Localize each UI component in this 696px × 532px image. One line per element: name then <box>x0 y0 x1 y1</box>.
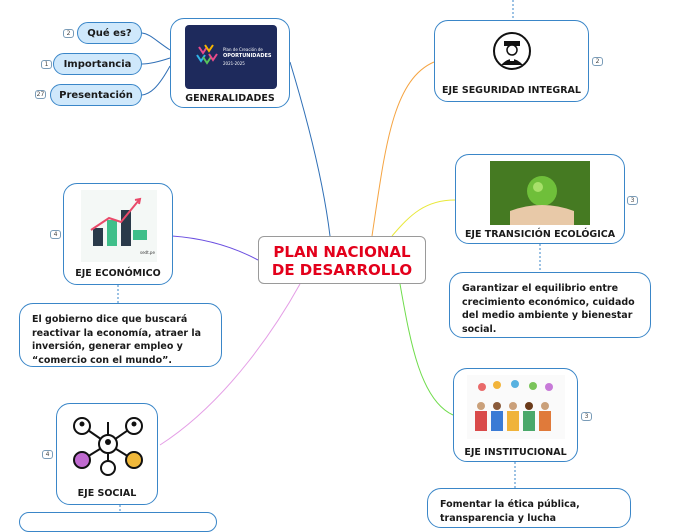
child-label: Presentación <box>59 89 133 101</box>
child-count-badge[interactable]: 27 <box>35 90 46 99</box>
child-count-badge[interactable]: 2 <box>63 29 74 38</box>
institucional-note[interactable]: Fomentar la ética pública, transparencia… <box>427 488 631 528</box>
node-count-badge[interactable]: 4 <box>42 450 53 459</box>
link-social <box>159 283 301 446</box>
node-count-badge[interactable]: 3 <box>627 196 638 205</box>
logo-text-2: OPORTUNIDADES <box>223 53 272 59</box>
social-network-icon <box>73 417 143 476</box>
child-presentacion[interactable]: Presentación <box>50 84 142 106</box>
node-count-badge[interactable]: 4 <box>50 230 61 239</box>
link-importancia <box>141 57 171 65</box>
node-count-badge[interactable]: 2 <box>592 57 603 66</box>
node-label: EJE TRANSICIÓN ECOLÓGICA <box>464 229 616 240</box>
plan-oportunidades-logo: Plan de Creación de OPORTUNIDADES 2021-2… <box>185 25 277 89</box>
earth-in-hands-photo <box>490 161 590 225</box>
node-label: EJE SEGURIDAD INTEGRAL <box>442 85 581 96</box>
node-seguridad-integral[interactable]: EJE SEGURIDAD INTEGRAL <box>434 20 589 102</box>
link-seguridad <box>371 61 435 237</box>
node-label: EJE INSTITUCIONAL <box>464 447 567 458</box>
child-que-es[interactable]: Qué es? <box>77 22 142 44</box>
economico-image-tag: sedt.pe <box>140 250 155 255</box>
economico-note[interactable]: El gobierno dice que buscará reactivar l… <box>19 303 222 367</box>
central-topic[interactable]: PLAN NACIONAL DE DESARROLLO <box>258 236 426 284</box>
social-note[interactable] <box>19 512 217 532</box>
economy-growth-illustration <box>81 190 157 262</box>
node-count-badge[interactable]: 3 <box>581 412 592 421</box>
link-institucional <box>399 283 454 416</box>
link-transicion <box>391 199 456 237</box>
transicion-note[interactable]: Garantizar el equilibrio entre crecimien… <box>449 272 651 338</box>
logo-text-3: 2021-2025 <box>223 61 245 66</box>
node-generalidades[interactable]: Plan de Creación de OPORTUNIDADES 2021-2… <box>170 18 290 108</box>
team-people-illustration <box>467 375 565 439</box>
node-social[interactable]: EJE SOCIAL <box>56 403 158 505</box>
logo-chevrons-icon <box>196 44 218 65</box>
central-title-line1: PLAN NACIONAL <box>273 243 411 261</box>
link-presentacion <box>141 65 171 96</box>
node-label: EJE ECONÓMICO <box>75 268 161 279</box>
link-que-es <box>141 32 171 51</box>
logo-text-1: Plan de Creación de <box>223 47 263 52</box>
child-count-badge[interactable]: 1 <box>41 60 52 69</box>
link-generalidades <box>289 61 331 237</box>
node-label: EJE SOCIAL <box>77 488 137 499</box>
node-economico[interactable]: sedt.pe EJE ECONÓMICO <box>63 183 173 285</box>
node-transicion-ecologica[interactable]: EJE TRANSICIÓN ECOLÓGICA <box>455 154 625 244</box>
central-title-line2: DE DESARROLLO <box>271 261 413 279</box>
link-economico <box>171 235 259 261</box>
child-importancia[interactable]: Importancia <box>53 53 142 75</box>
child-label: Qué es? <box>87 27 132 39</box>
connector-lines <box>117 0 541 512</box>
police-officer-icon <box>493 32 531 70</box>
node-label: GENERALIDADES <box>185 93 275 104</box>
node-institucional[interactable]: EJE INSTITUCIONAL <box>453 368 578 462</box>
child-label: Importancia <box>63 58 132 70</box>
